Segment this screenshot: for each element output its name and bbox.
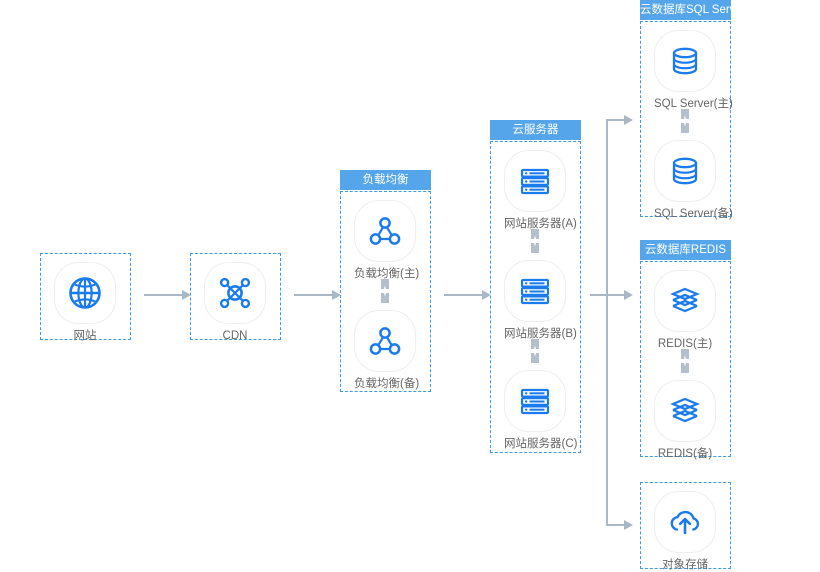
node-lb-primary[interactable]: 负载均衡(主): [354, 200, 420, 281]
arrow-trunk-to-sqlserver-head: [624, 115, 633, 125]
server-rack-icon: [520, 278, 550, 305]
sync-link-web-bc: [531, 339, 539, 363]
website-label: 网站: [73, 330, 97, 342]
lb-standby-tile: [354, 310, 416, 372]
sqlserver-standby-tile: [654, 140, 716, 202]
cdn-hub-icon: [219, 277, 251, 309]
arrow-cdn-to-lb-head: [332, 289, 341, 300]
node-web-server-c[interactable]: 网站服务器(C): [504, 370, 578, 451]
database-icon: [672, 47, 698, 75]
lb-primary-tile: [354, 200, 416, 262]
sqlserver-primary-tile: [654, 30, 716, 92]
arrow-trunk-to-objectstorage-head: [624, 520, 633, 530]
group-header-cloud-server: 云服务器: [490, 120, 581, 140]
sync-link-web-ab: [531, 229, 539, 253]
globe-icon: [69, 277, 101, 309]
arrow-trunk-to-sqlserver-line: [606, 119, 626, 121]
arrow-lb-to-cloudserver-line: [444, 294, 482, 296]
redis-primary-tile: [654, 270, 716, 332]
load-balancer-icon: [369, 327, 401, 355]
node-redis-primary[interactable]: REDIS(主): [654, 270, 716, 351]
node-lb-standby[interactable]: 负载均衡(备): [354, 310, 420, 391]
redis-standby-label: REDIS(备): [657, 448, 713, 460]
node-website[interactable]: 网站: [54, 262, 116, 343]
object-storage-tile: [654, 491, 716, 553]
web-server-c-label: 网站服务器(C): [504, 438, 578, 450]
server-rack-icon: [520, 168, 550, 195]
node-web-server-a[interactable]: 网站服务器(A): [504, 150, 577, 231]
server-rack-icon: [520, 388, 550, 415]
lb-standby-label: 负载均衡(备): [354, 378, 420, 390]
redis-standby-tile: [654, 380, 716, 442]
redis-layers-icon: [670, 287, 700, 313]
node-sqlserver-primary[interactable]: SQL Server(主): [654, 30, 733, 111]
cdn-tile: [204, 262, 266, 324]
node-redis-standby[interactable]: REDIS(备): [654, 380, 716, 461]
trunk-vertical-line: [606, 120, 608, 526]
website-tile: [54, 262, 116, 324]
sync-link-redis: [681, 349, 689, 373]
group-header-sql-server: 云数据库SQL Server: [640, 0, 731, 20]
sqlserver-standby-label: SQL Server(备): [654, 208, 733, 220]
redis-layers-icon: [670, 397, 700, 423]
database-icon: [672, 157, 698, 185]
arrow-lb-to-cloudserver-head: [482, 289, 491, 300]
node-sqlserver-standby[interactable]: SQL Server(备): [654, 140, 733, 221]
web-server-a-tile: [504, 150, 566, 212]
node-cdn[interactable]: CDN: [204, 262, 266, 343]
cdn-label: CDN: [222, 330, 248, 342]
web-server-a-label: 网站服务器(A): [504, 218, 577, 230]
lb-primary-label: 负载均衡(主): [354, 268, 420, 280]
sync-link-sqlserver: [681, 109, 689, 133]
arrow-website-to-cdn-head: [182, 289, 191, 300]
sync-link-load-balancer: [381, 279, 389, 303]
arrow-website-to-cdn-line: [144, 294, 182, 296]
web-server-b-tile: [504, 260, 566, 322]
group-header-redis: 云数据库REDIS: [640, 240, 731, 260]
group-header-load-balancer: 负载均衡: [340, 170, 431, 190]
arrow-trunk-to-objectstorage-line: [606, 524, 626, 526]
node-web-server-b[interactable]: 网站服务器(B): [504, 260, 577, 341]
object-storage-label: 对象存储: [662, 559, 708, 571]
redis-primary-label: REDIS(主): [657, 338, 713, 350]
arrow-trunk-to-redis-line: [606, 294, 626, 296]
load-balancer-icon: [369, 217, 401, 245]
arrow-cdn-to-lb-line: [294, 294, 332, 296]
web-server-b-label: 网站服务器(B): [504, 328, 577, 340]
node-object-storage[interactable]: 对象存储: [654, 491, 716, 572]
web-server-c-tile: [504, 370, 566, 432]
sqlserver-primary-label: SQL Server(主): [654, 98, 733, 110]
arrow-cloudserver-to-trunk-line: [590, 294, 608, 296]
cloud-upload-icon: [670, 510, 700, 535]
arrow-trunk-to-redis-head: [624, 290, 633, 300]
